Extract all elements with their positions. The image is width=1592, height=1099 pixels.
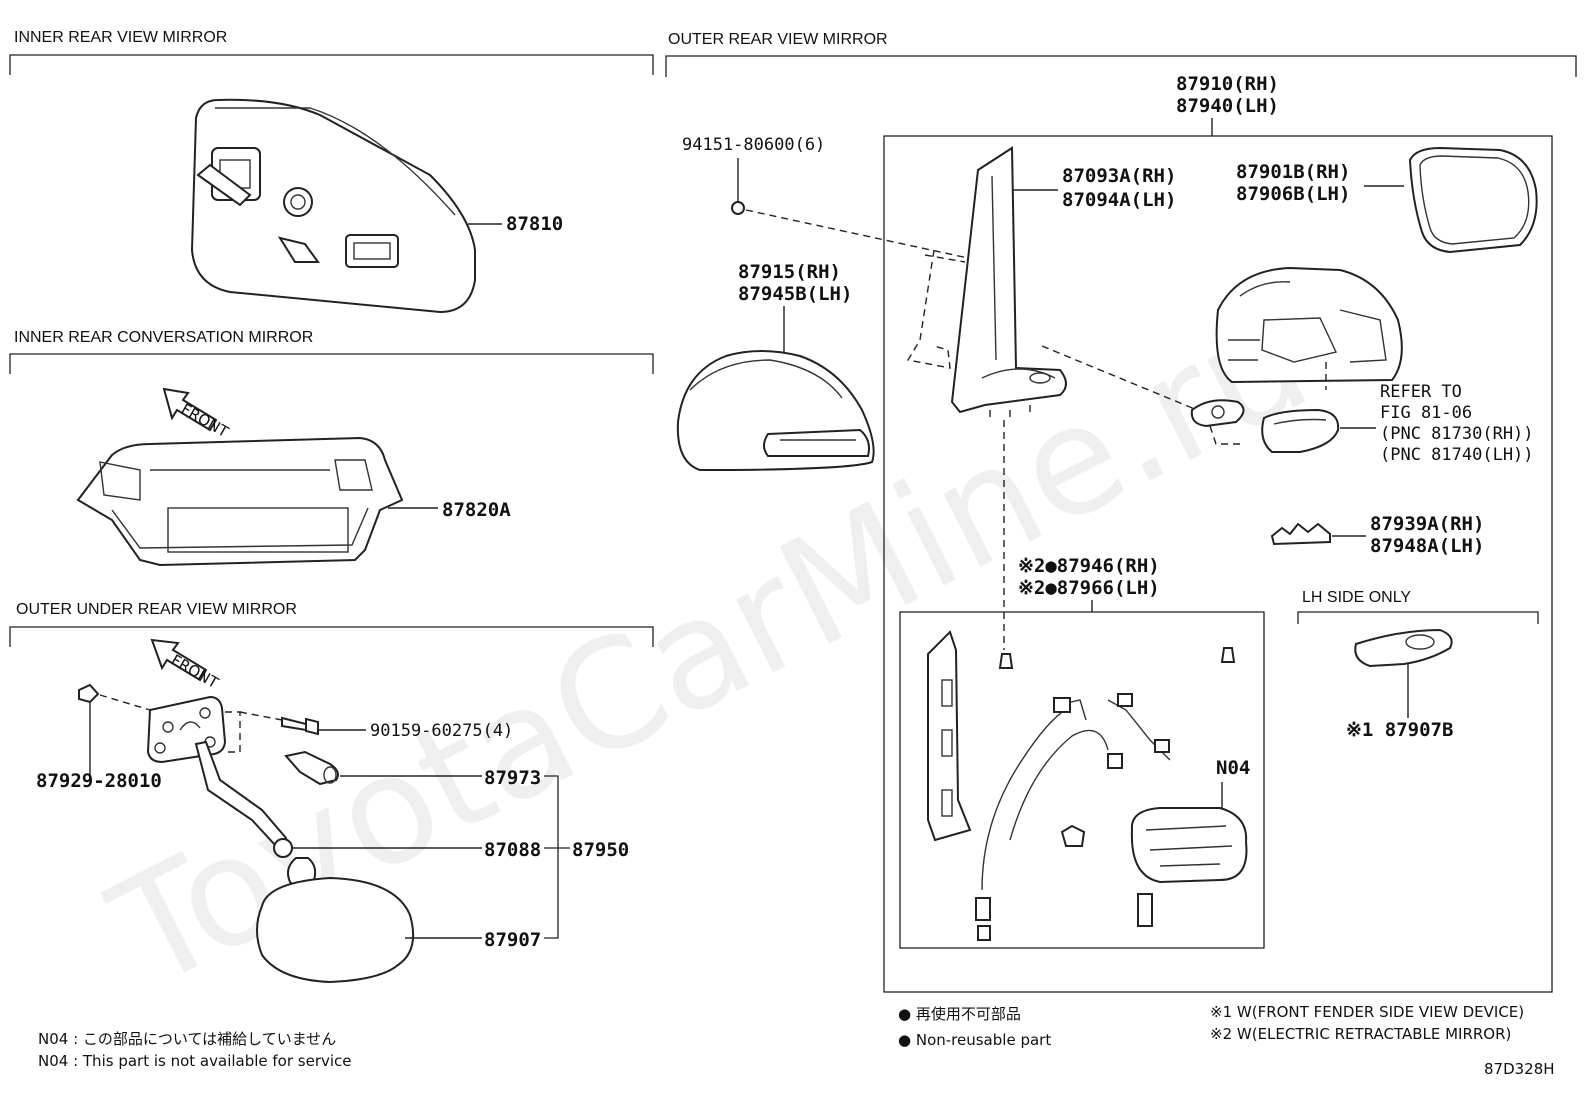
bolt-87929-28010	[78, 683, 100, 776]
label-87810: 87810	[506, 213, 563, 235]
refer-line-3: (PNC 81730(RH))	[1380, 424, 1534, 444]
section-title-inner-rear-view: INNER REAR VIEW MIRROR	[14, 29, 227, 46]
section-outer-rear-view-mirror: OUTER REAR VIEW MIRROR 87910(RH) 87940(L…	[665, 31, 1577, 1078]
assembly-bracket-87950	[544, 775, 570, 939]
label-87939a-rh: 87939A(RH)	[1370, 513, 1484, 535]
screw-path	[239, 711, 283, 721]
refer-line-1: REFER TO	[1380, 382, 1462, 402]
side-device-87907b	[1354, 628, 1453, 718]
mirror-visor-housing	[1215, 266, 1403, 390]
label-94151-80600: 94151-80600(6)	[682, 135, 825, 155]
section-title-outer-rear-view: OUTER REAR VIEW MIRROR	[668, 31, 888, 48]
bolt-path	[99, 694, 151, 711]
turn-signal-lamp	[1261, 408, 1376, 453]
section-inner-rear-conversation-mirror: INNER REAR CONVERSATION MIRROR FRONT 878…	[9, 329, 654, 567]
actuator-plate	[1190, 399, 1245, 445]
plate-outline	[225, 711, 241, 753]
section-title-lh-side-only: LH SIDE ONLY	[1302, 589, 1411, 606]
screw-90159-60275	[281, 716, 366, 736]
figure-code: 87D328H	[1484, 1060, 1555, 1078]
retractor-parts	[927, 630, 1248, 941]
housing-to-cover	[924, 254, 966, 263]
under-mirror-87907	[256, 857, 482, 984]
label-90159-60275: 90159-60275(4)	[370, 721, 513, 741]
label-87945b-lh: 87945B(LH)	[738, 283, 852, 305]
retractor-box	[899, 611, 1265, 949]
section-inner-rear-view-mirror: INNER REAR VIEW MIRROR 87810	[9, 29, 654, 314]
label-87915-rh: 87915(RH)	[738, 261, 841, 283]
ball-joint-87088	[273, 838, 482, 858]
front-arrow: FRONT	[150, 638, 222, 693]
housing-pegs	[989, 405, 1031, 420]
mirror-glass-87901b	[1408, 146, 1538, 254]
lh-side-bracket	[1297, 611, 1539, 624]
clip-87973	[284, 750, 482, 786]
label-87093a-rh: 87093A(RH)	[1062, 165, 1176, 187]
label-87946-rh: ※2●87946(RH)	[1018, 555, 1160, 577]
front-arrow-label: FRONT	[168, 651, 222, 693]
label-87966-lh: ※2●87966(LH)	[1018, 577, 1160, 599]
label-87088: 87088	[484, 839, 541, 861]
label-87973: 87973	[484, 767, 541, 789]
seal-87939a	[1270, 522, 1366, 546]
label-87907: 87907	[484, 929, 541, 951]
section-title-outer-under-rear-view: OUTER UNDER REAR VIEW MIRROR	[16, 601, 297, 618]
section-bracket	[9, 353, 654, 374]
label-87948a-lh: 87948A(LH)	[1370, 535, 1484, 557]
section-title-inner-rear-conversation: INNER REAR CONVERSATION MIRROR	[14, 329, 313, 346]
housing-outline	[906, 249, 951, 369]
legend-nonreusable-jp: ● 再使用不可部品	[898, 1005, 1021, 1023]
front-arrow: FRONT	[162, 387, 232, 442]
legend-note-1: ※1 W(FRONT FENDER SIDE VIEW DEVICE)	[1210, 1003, 1524, 1021]
label-87094a-lh: 87094A(LH)	[1062, 189, 1176, 211]
section-outer-under-rear-view-mirror: OUTER UNDER REAR VIEW MIRROR FRONT 87929…	[9, 601, 654, 984]
label-87820a: 87820A	[442, 499, 511, 521]
mirror-stem	[194, 740, 288, 848]
label-87901b-rh: 87901B(RH)	[1236, 161, 1350, 183]
legend-nonreusable-en: ● Non-reusable part	[898, 1031, 1051, 1049]
screw-94151-path	[745, 209, 969, 259]
label-87906b-lh: 87906B(LH)	[1236, 183, 1350, 205]
mounting-plate	[146, 695, 227, 764]
section-bracket	[665, 55, 1577, 77]
refer-line-2: FIG 81-06	[1380, 403, 1472, 423]
refer-line-4: (PNC 81740(LH))	[1380, 445, 1534, 465]
label-87910-rh: 87910(RH)	[1176, 73, 1279, 95]
assembly-frame	[883, 135, 1553, 993]
inner-mirror-87810	[190, 98, 502, 314]
footnote-n04-en: N04 : This part is not available for ser…	[38, 1052, 352, 1070]
label-n04: N04	[1216, 757, 1250, 779]
section-bracket	[9, 626, 654, 647]
mirror-cover-87915	[676, 350, 875, 472]
conversation-mirror-87820a	[76, 436, 438, 567]
label-87929-28010: 87929-28010	[36, 770, 162, 792]
front-arrow-label: FRONT	[178, 400, 232, 442]
housing-to-visor	[1041, 345, 1203, 413]
mirror-base-87093a	[950, 146, 1067, 414]
screw-94151	[731, 201, 745, 215]
label-87950: 87950	[572, 839, 629, 861]
legend-note-2: ※2 W(ELECTRIC RETRACTABLE MIRROR)	[1210, 1025, 1511, 1043]
section-bracket	[9, 54, 654, 75]
footnote-n04-jp: N04 : この部品については補給していません	[38, 1030, 336, 1048]
label-87907b: ※1 87907B	[1346, 719, 1453, 741]
label-87940-lh: 87940(LH)	[1176, 95, 1279, 117]
